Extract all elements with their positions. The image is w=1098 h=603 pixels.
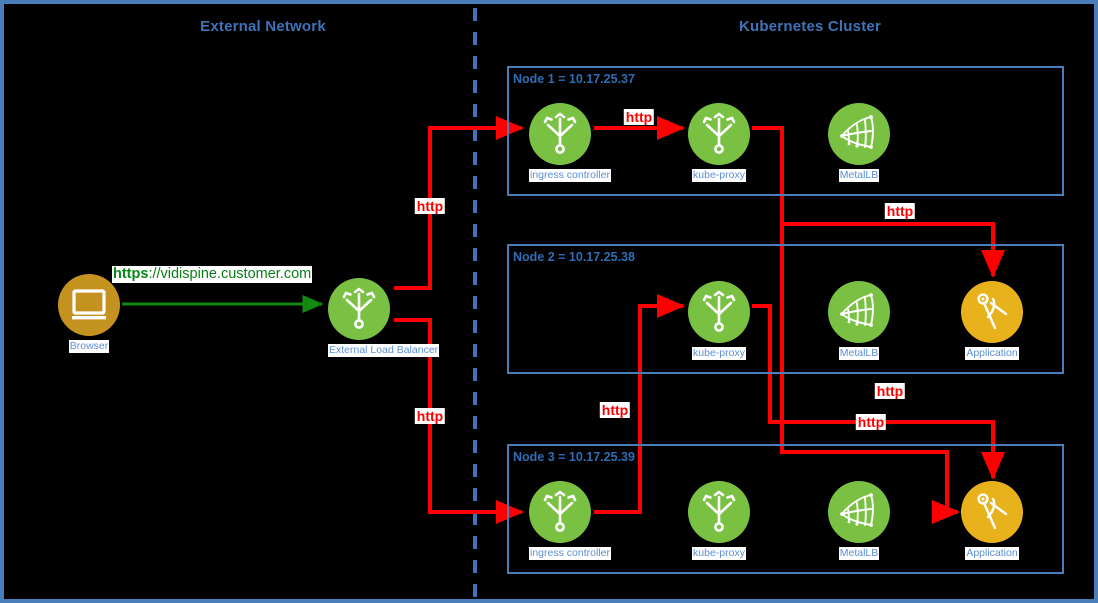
node3-application[interactable]: Application (961, 481, 1023, 561)
node2-application-label: Application (965, 347, 1019, 360)
http-label-lb-up: http (414, 198, 446, 214)
zone-title-kubernetes-cluster: Kubernetes Cluster (739, 18, 881, 35)
node2-metallb[interactable]: MetalLB (828, 281, 890, 361)
node1-metallb[interactable]: MetalLB (828, 103, 890, 183)
compass-icon (961, 281, 1023, 343)
http-label-node1-app2: http (884, 203, 916, 219)
http-label-ingress3: http (599, 402, 631, 418)
browser-label: Browser (68, 340, 110, 353)
mesh-icon (828, 481, 890, 543)
node-box-node-1 (507, 66, 1064, 196)
node-box-node-3 (507, 444, 1064, 574)
zone-title-external-network: External Network (200, 18, 326, 35)
node-label-node-1: Node 1 = 10.17.25.37 (513, 72, 635, 86)
flow-lb-to-ingress1 (394, 116, 524, 290)
node-box-node-2 (507, 244, 1064, 374)
http-label-ingress1: http (623, 109, 655, 125)
http-label-node2-app3: http (874, 383, 906, 399)
node2-metallb-label: MetalLB (838, 347, 880, 360)
http-label-lb-down: http (414, 408, 446, 424)
external-load-balancer-label: External Load Balancer (328, 344, 440, 357)
node-label-node-2: Node 2 = 10.17.25.38 (513, 250, 635, 264)
node3-ingress-controller[interactable]: ingress controller (529, 481, 611, 561)
node3-metallb[interactable]: MetalLB (828, 481, 890, 561)
load-balancer-icon (688, 103, 750, 165)
node1-ingress-controller-label: ingress controller (529, 169, 611, 182)
load-balancer-icon (529, 481, 591, 543)
url-scheme: https (113, 266, 149, 282)
load-balancer-icon (328, 278, 390, 340)
node1-kube-proxy-label: kube-proxy (692, 169, 746, 182)
mesh-icon (828, 103, 890, 165)
external-load-balancer-node[interactable]: External Load Balancer (328, 278, 440, 358)
node3-kube-proxy[interactable]: kube-proxy (688, 481, 750, 561)
url-label: https://vidispine.customer.com (112, 266, 313, 283)
load-balancer-icon (688, 481, 750, 543)
node2-kube-proxy[interactable]: kube-proxy (688, 281, 750, 361)
monitor-icon (58, 274, 120, 336)
load-balancer-icon (529, 103, 591, 165)
node1-kube-proxy[interactable]: kube-proxy (688, 103, 750, 183)
browser-node[interactable]: Browser (58, 274, 120, 354)
http-label-node3-app3: http (855, 414, 887, 430)
node3-application-label: Application (965, 547, 1019, 560)
node3-kube-proxy-label: kube-proxy (692, 547, 746, 560)
node3-ingress-controller-label: ingress controller (529, 547, 611, 560)
url-host: ://vidispine.customer.com (148, 266, 312, 282)
mesh-icon (828, 281, 890, 343)
load-balancer-icon (688, 281, 750, 343)
node2-application[interactable]: Application (961, 281, 1023, 361)
node1-metallb-label: MetalLB (838, 169, 880, 182)
node-label-node-3: Node 3 = 10.17.25.39 (513, 450, 635, 464)
node2-kube-proxy-label: kube-proxy (692, 347, 746, 360)
node1-ingress-controller[interactable]: ingress controller (529, 103, 611, 183)
node3-metallb-label: MetalLB (838, 547, 880, 560)
compass-icon (961, 481, 1023, 543)
